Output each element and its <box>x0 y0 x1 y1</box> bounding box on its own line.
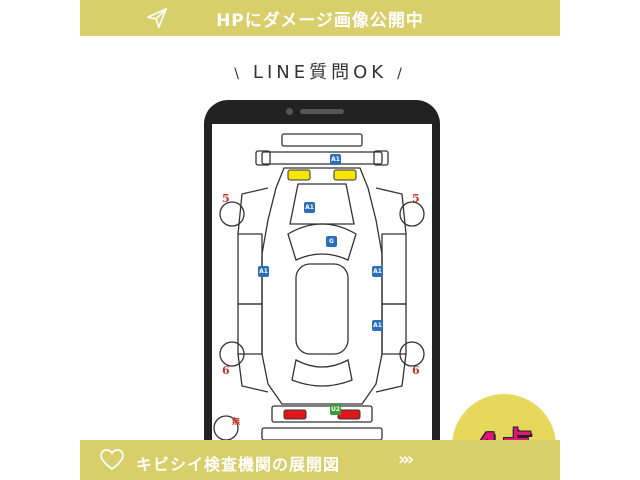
arrow-chevrons-icon: ››› <box>398 449 414 470</box>
front-right-corner <box>373 150 389 166</box>
marker-right-front: 5 <box>412 192 420 205</box>
marker-left-front: 5 <box>222 192 230 205</box>
bottom-banner-text: キビシイ検査機関の展開図 <box>136 455 341 474</box>
left-rear-wheel <box>219 341 245 367</box>
phone-screen: A1 A1 G A1 A1 A1 U2 5 5 6 6 無 <box>212 124 432 460</box>
hood-outline <box>289 183 355 225</box>
spare-label: 無 <box>232 417 240 426</box>
rear-window-outline <box>291 359 353 387</box>
line-heading: \ LINE質問OK / <box>0 58 640 84</box>
rear-bumper-outline <box>261 427 383 441</box>
vehicle-damage-diagram <box>213 133 425 455</box>
phone-frame: A1 A1 G A1 A1 A1 U2 5 5 6 6 無 <box>204 100 440 460</box>
left-slash-decoration: \ <box>234 66 243 82</box>
badge-right-front-door: A1 <box>372 266 383 277</box>
right-rear-fender <box>375 353 407 393</box>
right-taillight <box>337 409 361 420</box>
badge-hood: A1 <box>304 202 315 213</box>
left-rear-door-outline <box>237 303 263 355</box>
marker-right-rear: 6 <box>412 364 420 377</box>
roof-outline <box>295 263 349 355</box>
top-banner: HPにダメージ画像公開中 <box>80 0 560 36</box>
left-front-wheel <box>219 201 245 227</box>
line-heading-text: LINE質問OK <box>252 62 388 83</box>
left-rear-fender <box>237 353 269 393</box>
badge-rear-bumper: U2 <box>330 404 341 415</box>
right-rear-wheel <box>399 341 425 367</box>
right-headlight <box>333 169 357 181</box>
right-front-door-outline <box>381 233 407 305</box>
right-front-wheel <box>399 201 425 227</box>
camera-dot <box>286 108 293 115</box>
bottom-banner: キビシイ検査機関の展開図 ››› <box>80 440 560 480</box>
top-banner-text: HPにダメージ画像公開中 <box>216 10 424 31</box>
rear-panel-outline <box>271 405 373 423</box>
badge-left-front-door: A1 <box>258 266 269 277</box>
send-icon <box>147 8 167 28</box>
left-front-fender <box>237 187 269 235</box>
badge-front-bumper: A1 <box>330 154 341 165</box>
right-slash-decoration: / <box>397 66 406 82</box>
heart-icon <box>100 449 124 471</box>
front-bumper-outline <box>261 151 383 165</box>
front-left-corner <box>255 150 271 166</box>
front-top-strip <box>281 133 363 147</box>
badge-roof: G <box>326 236 337 247</box>
marker-left-rear: 6 <box>222 364 230 377</box>
left-taillight <box>283 409 307 420</box>
car-body-outline <box>261 167 383 405</box>
right-front-fender <box>375 187 407 235</box>
windshield-outline <box>287 223 357 261</box>
badge-right-rear-door: A1 <box>372 320 383 331</box>
left-headlight <box>287 169 311 181</box>
speaker-slot <box>300 109 344 114</box>
